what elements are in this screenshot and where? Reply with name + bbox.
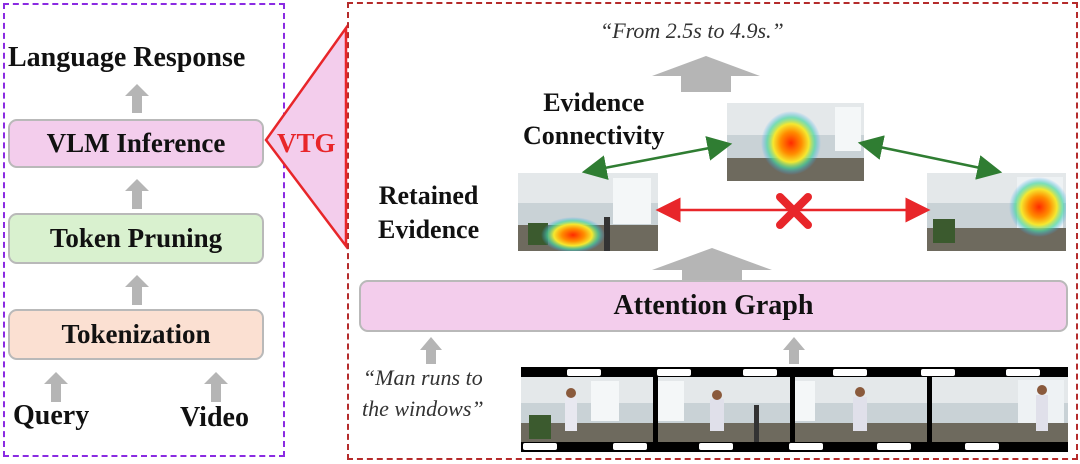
film-frame [658, 377, 790, 442]
graph-arrows [420, 56, 805, 364]
pipeline-arrows [44, 84, 228, 402]
evidence-connectivity-line1: Evidence [543, 88, 645, 117]
film-sprocket [877, 443, 911, 450]
film-sprocket [699, 443, 733, 450]
token-pruning-label: Token Pruning [49, 223, 223, 253]
attention-graph-box: Attention Graph [359, 280, 1068, 332]
up-arrow-icon [125, 84, 149, 113]
connected-evidence-frame [727, 103, 864, 181]
vtg-label: VTG [277, 128, 336, 158]
film-sprocket [613, 443, 647, 450]
film-sprocket [1006, 369, 1040, 376]
vlm-inference-box: VLM Inference [8, 119, 264, 168]
vtg-zoom-callout [264, 24, 348, 250]
film-sprocket [833, 369, 867, 376]
vtg-detail-panel [347, 2, 1078, 460]
pipeline-panel [3, 3, 285, 457]
film-sprocket [743, 369, 777, 376]
output-up-arrow-icon [652, 56, 760, 92]
query-quote: “Man runs to the windows” [362, 362, 484, 424]
film-sprocket [657, 369, 691, 376]
film-frame [932, 377, 1068, 442]
language-response-label: Language Response [8, 42, 246, 73]
query-quote-line1: “Man runs to [362, 365, 483, 390]
query-label: Query [13, 400, 90, 431]
film-sprocket [921, 369, 955, 376]
query-quote-line2: the windows” [362, 396, 484, 421]
film-sprocket [567, 369, 601, 376]
connectivity-link-right [857, 135, 1003, 180]
cross-icon [776, 193, 812, 229]
evidence-connectivity-label: Evidence Connectivity [523, 86, 665, 152]
retained-evidence-line2: Evidence [378, 215, 480, 244]
film-sprocket [789, 443, 823, 450]
disconnected-evidence-frame [927, 173, 1066, 251]
up-arrow-icon [204, 372, 228, 402]
film-frame [795, 377, 927, 442]
vlm-inference-label: VLM Inference [46, 128, 226, 158]
retained-evidence-label: Retained Evidence [378, 179, 479, 247]
connectivity-link-left [581, 136, 733, 180]
query-up-arrow-icon [420, 337, 442, 364]
up-arrow-icon [125, 179, 149, 209]
evidence-up-arrow-icon [652, 248, 772, 280]
video-filmstrip [521, 367, 1068, 452]
up-arrow-icon [125, 275, 149, 305]
film-sprocket [965, 443, 999, 450]
token-pruning-box: Token Pruning [8, 213, 264, 264]
film-frame [521, 377, 653, 442]
video-label: Video [180, 402, 249, 433]
up-arrow-icon [44, 372, 68, 402]
output-quote: “From 2.5s to 4.9s.” [600, 18, 784, 43]
video-up-arrow-icon [783, 337, 805, 364]
retained-evidence-line1: Retained [378, 181, 479, 210]
tokenization-label: Tokenization [61, 319, 211, 349]
tokenization-box: Tokenization [8, 309, 264, 360]
retained-evidence-frame [518, 173, 658, 251]
film-sprocket [523, 443, 557, 450]
attention-graph-label: Attention Graph [613, 290, 814, 321]
